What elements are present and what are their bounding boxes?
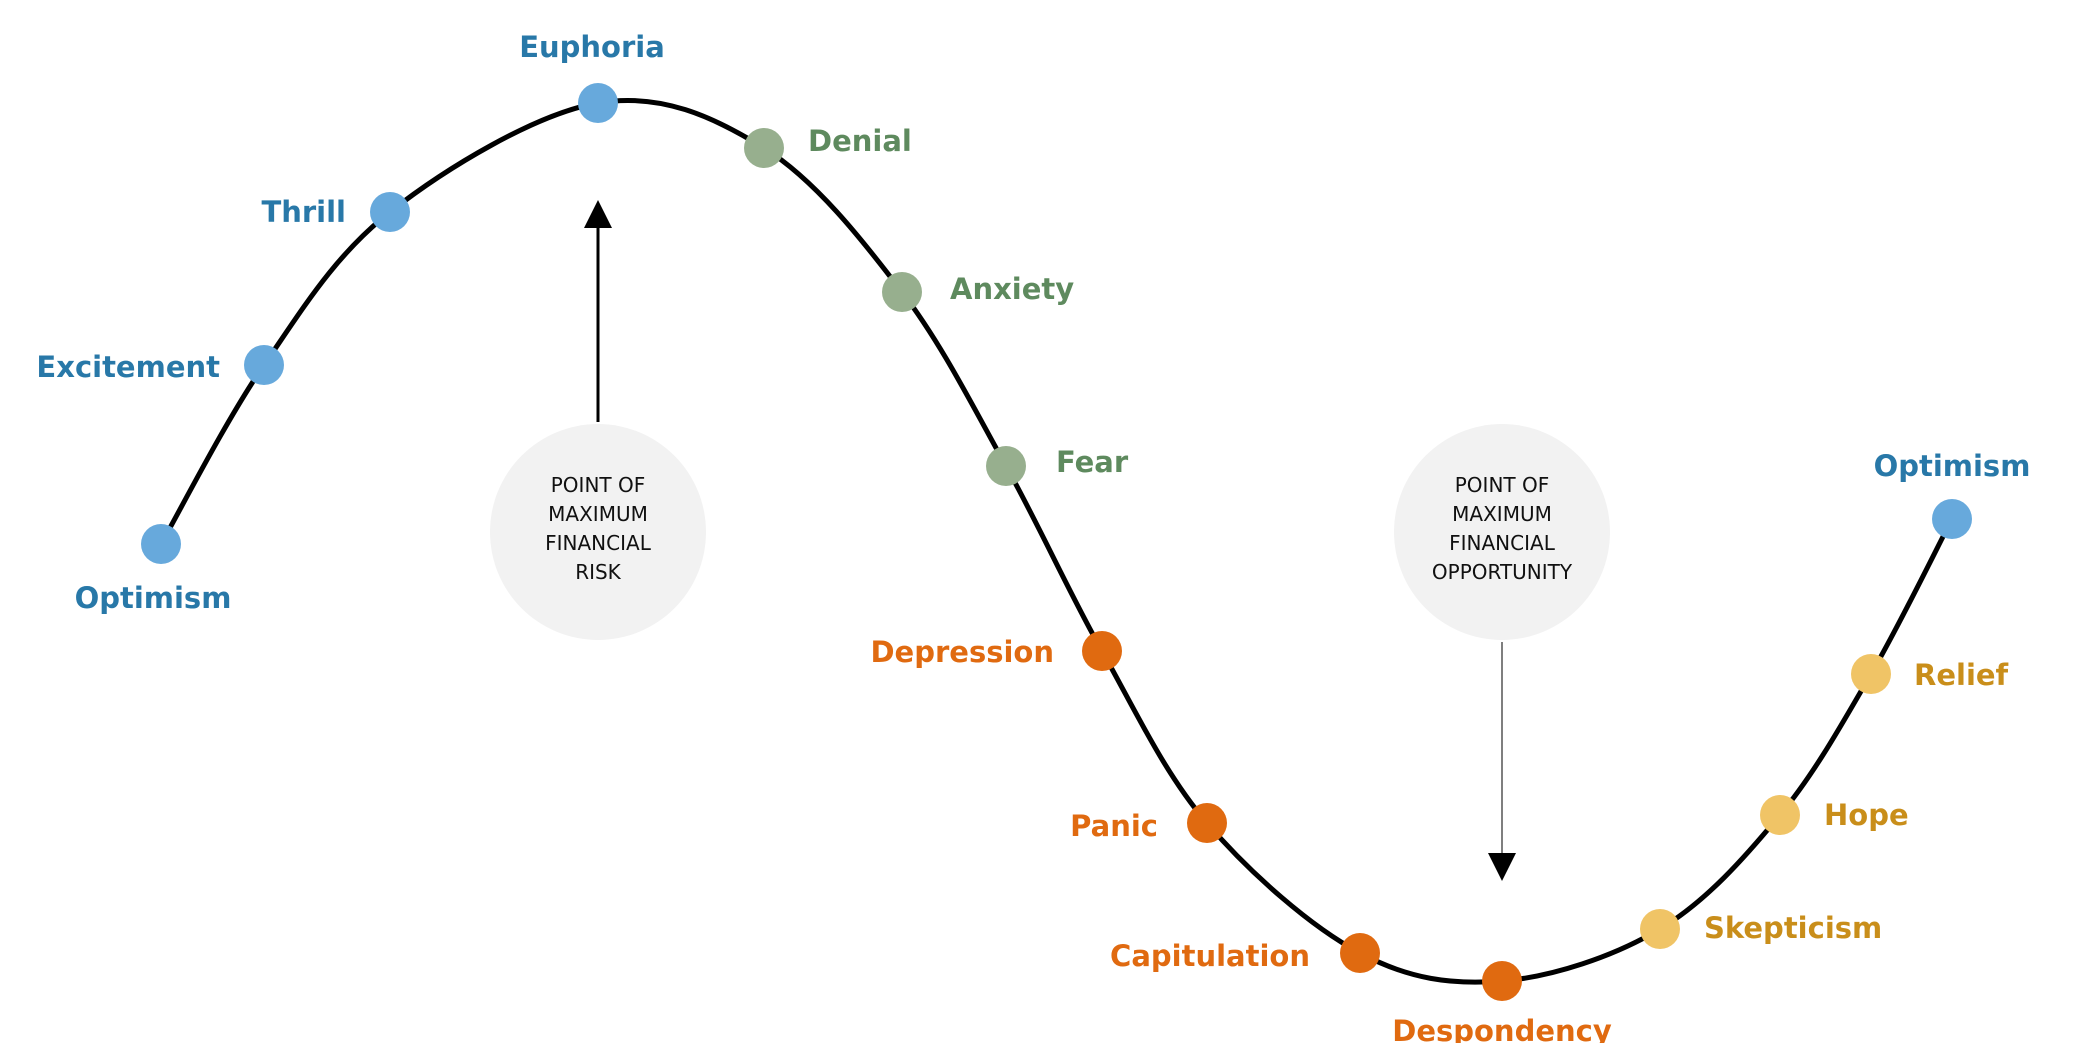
- risk-bubble: [490, 424, 706, 640]
- opportunity-arrow-head: [1488, 853, 1516, 881]
- risk-line-3: FINANCIAL: [545, 531, 652, 555]
- stage-label-hope-12: Hope: [1824, 798, 1909, 832]
- stage-label-optimism-14: Optimism: [1874, 449, 2031, 483]
- stage-label-panic-8: Panic: [1070, 809, 1158, 843]
- stage-marker-despondency-10: [1482, 961, 1522, 1001]
- stage-marker-denial-4: [744, 128, 784, 168]
- stage-marker-hope-12: [1760, 795, 1800, 835]
- stage-marker-excitement-1: [244, 345, 284, 385]
- opportunity-line-4: OPPORTUNITY: [1432, 560, 1573, 584]
- risk-line-1: POINT OF: [551, 473, 645, 497]
- stage-marker-depression-7: [1082, 631, 1122, 671]
- stage-label-anxiety-5: Anxiety: [950, 272, 1074, 306]
- opportunity-line-3: FINANCIAL: [1449, 531, 1556, 555]
- opportunity-line-1: POINT OF: [1455, 473, 1549, 497]
- stage-label-excitement-1: Excitement: [36, 350, 220, 384]
- stage-marker-fear-6: [986, 446, 1026, 486]
- stage-label-depression-7: Depression: [870, 635, 1054, 669]
- risk-arrow-head: [584, 200, 612, 228]
- risk-line-2: MAXIMUM: [548, 502, 648, 526]
- stage-marker-optimism-0: [141, 524, 181, 564]
- stage-label-fear-6: Fear: [1056, 445, 1129, 479]
- stage-label-skepticism-11: Skepticism: [1704, 911, 1882, 945]
- stage-label-relief-13: Relief: [1914, 658, 2009, 692]
- stage-label-denial-4: Denial: [808, 124, 912, 158]
- stage-marker-thrill-2: [370, 192, 410, 232]
- stage-marker-skepticism-11: [1640, 909, 1680, 949]
- opportunity-line-2: MAXIMUM: [1452, 502, 1552, 526]
- stage-label-thrill-2: Thrill: [261, 195, 346, 229]
- opportunity-bubble: [1394, 424, 1610, 640]
- stage-labels: Optimism Excitement Thrill EuphoriaDenialAn…: [36, 30, 2030, 1043]
- stage-label-despondency-10: Despondency: [1392, 1014, 1612, 1043]
- opportunity-callout: POINT OF MAXIMUM FINANCIAL OPPORTUNITY: [1394, 424, 1610, 881]
- stage-marker-optimism-14: [1932, 499, 1972, 539]
- stage-marker-relief-13: [1851, 654, 1891, 694]
- stage-marker-capitulation-9: [1340, 933, 1380, 973]
- stage-marker-anxiety-5: [882, 272, 922, 312]
- risk-callout: POINT OF MAXIMUM FINANCIAL RISK: [490, 200, 706, 640]
- stage-label-capitulation-9: Capitulation: [1110, 939, 1310, 973]
- stage-marker-panic-8: [1187, 803, 1227, 843]
- risk-line-4: RISK: [575, 560, 621, 584]
- stage-label-euphoria-3: Euphoria: [519, 30, 665, 64]
- stage-markers: [141, 83, 1972, 1001]
- cycle-curve: [158, 97, 1955, 985]
- stage-label-optimism-0: Optimism: [75, 581, 232, 615]
- stage-marker-euphoria-3: [578, 83, 618, 123]
